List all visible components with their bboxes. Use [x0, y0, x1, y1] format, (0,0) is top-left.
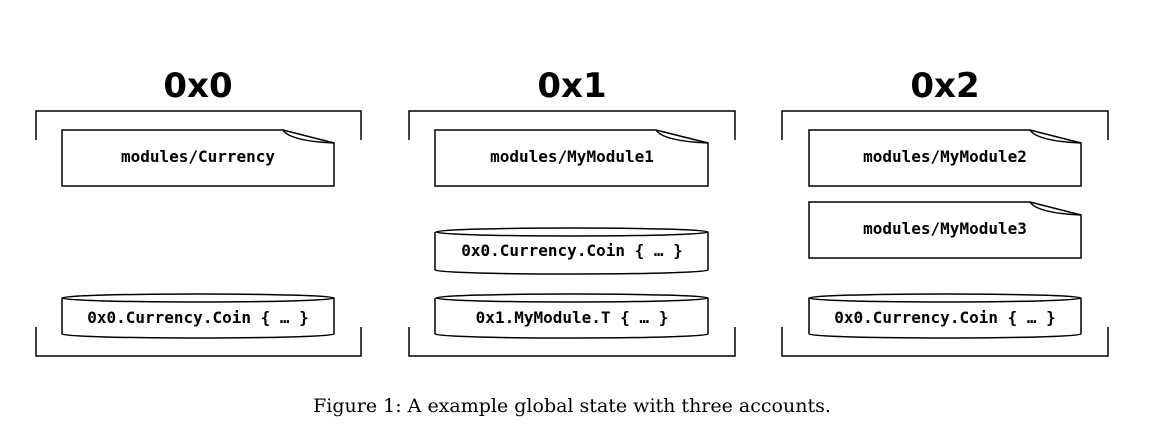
- account-bracket-top: [35, 110, 362, 140]
- account-bracket-bottom: [781, 327, 1109, 357]
- module-file: modules/MyModule1: [434, 129, 709, 187]
- module-label: modules/MyModule3: [863, 219, 1027, 238]
- module-file: modules/MyModule3: [808, 201, 1082, 259]
- module-label: modules/Currency: [121, 147, 275, 166]
- account-0x0: 0x0 modules/Currency 0x0.Currency.Coin {…: [35, 66, 362, 357]
- resource-cylinder: 0x0.Currency.Coin { … }: [61, 293, 335, 339]
- account-bracket-top: [408, 110, 736, 140]
- account-bracket-top: [781, 110, 1109, 140]
- account-0x2: 0x2 modules/MyModule2 modules/MyModule3 …: [781, 66, 1109, 357]
- resource-label: 0x1.MyModule.T { … }: [476, 308, 669, 327]
- module-label: modules/MyModule2: [863, 147, 1027, 166]
- module-file: modules/Currency: [61, 129, 335, 187]
- account-address: 0x2: [910, 66, 979, 106]
- resource-label: 0x0.Currency.Coin { … }: [461, 241, 683, 260]
- resource-cylinder: 0x0.Currency.Coin { … }: [434, 227, 709, 275]
- account-0x1: 0x1 modules/MyModule1 0x0.Currency.Coin …: [408, 66, 736, 357]
- resource-cylinder: 0x1.MyModule.T { … }: [434, 293, 709, 339]
- module-file: modules/MyModule2: [808, 129, 1082, 187]
- account-bracket-bottom: [35, 327, 362, 357]
- resource-label: 0x0.Currency.Coin { … }: [834, 308, 1056, 327]
- module-label: modules/MyModule1: [490, 147, 654, 166]
- resource-label: 0x0.Currency.Coin { … }: [87, 308, 309, 327]
- account-address: 0x0: [163, 66, 232, 106]
- figure-caption: Figure 1: A example global state with th…: [313, 395, 831, 417]
- resource-cylinder: 0x0.Currency.Coin { … }: [808, 293, 1082, 339]
- account-bracket-bottom: [408, 327, 736, 357]
- account-address: 0x1: [537, 66, 606, 106]
